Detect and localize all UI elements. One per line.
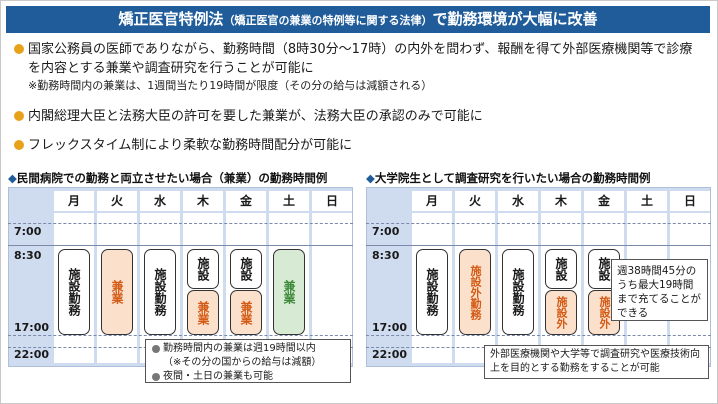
- day-header-row: 月 火 水 木 金 土 日: [54, 191, 352, 211]
- note-item: 夜間・土日の兼業も可能: [151, 370, 345, 384]
- note-text: 外部医療機関や大学等で調査研究や医療技術向上を目的とする勤務をすることが可能: [490, 349, 700, 374]
- time-line: [366, 335, 711, 336]
- day-header: 火: [455, 191, 495, 211]
- schedule-block-facility: 施設: [230, 249, 262, 289]
- day-column: [312, 213, 352, 363]
- right-callout-box: 週38時間45分のうち最大19時間まで充てることができる: [611, 259, 708, 321]
- block-label: 施設勤務: [67, 268, 81, 316]
- callout-text: 週38時間45分のうち最大19時間まで充てることができる: [617, 265, 701, 319]
- block-label: 施設: [196, 257, 210, 281]
- title-main-suffix: で勤務環境が大幅に改善: [432, 10, 598, 28]
- left-schedule-title: ◆民間病院での勤務と両立させたい場合（兼業）の勤務時間例: [8, 170, 327, 186]
- block-label: 施設勤務: [511, 268, 525, 316]
- time-label: 7:00: [372, 225, 400, 238]
- schedule-block-facility: 施設勤務: [502, 249, 534, 335]
- bullet-note: ※勤務時間内の兼業は、1週間当たり19時間が限度（その分の給与は減額される）: [28, 79, 433, 92]
- time-label: 8:30: [372, 249, 400, 262]
- schedule-block-facility: 施設: [545, 249, 577, 289]
- page-title: 矯正医官特例法（矯正医官の兼業の特例等に関する法律）で勤務環境が大幅に改善: [6, 6, 710, 33]
- day-header: 水: [140, 191, 180, 211]
- time-line: [366, 223, 711, 224]
- time-label: 7:00: [14, 225, 42, 238]
- left-schedule-title-text: 民間病院での勤務と両立させたい場合（兼業）の勤務時間例: [16, 171, 328, 185]
- time-line: [8, 223, 353, 224]
- schedule-block-outside: 施設外: [545, 290, 577, 335]
- schedule-block-weekend-side-job: 兼業: [273, 249, 305, 335]
- block-label: 施設外勤務: [469, 264, 482, 320]
- day-header: 日: [670, 191, 710, 211]
- right-schedule-title-text: 大学院生として調査研究を行いたい場合の勤務時間例: [374, 171, 651, 185]
- day-header: 金: [584, 191, 624, 211]
- day-header: 金: [226, 191, 266, 211]
- time-label: 17:00: [372, 321, 408, 334]
- right-schedule-grid: 月 火 水 木 金 土 日 7:00 8:30 17:00 22:00 施設勤務…: [366, 187, 711, 379]
- left-note-box: 勤務時間内の兼業は週19時間以内 （※その分の国からの給与は減額） 夜間・土日の…: [145, 339, 351, 383]
- note-dot-icon: [152, 373, 160, 381]
- schedule-block-facility: 施設勤務: [416, 249, 448, 335]
- title-main-prefix: 矯正医官特例法: [118, 10, 224, 28]
- bullet-item: 内閣総理大臣と法務大臣の許可を要した兼業が、法務大臣の承認のみで可能に: [14, 107, 704, 126]
- title-subtitle: （矯正医官の兼業の特例等に関する法律）: [223, 14, 433, 27]
- time-line: [366, 245, 711, 246]
- time-label: 22:00: [372, 348, 408, 361]
- bullet-item: 国家公務員の医師でありながら、勤務時間（8時30分～17時）の内外を問わず、報酬…: [14, 40, 704, 98]
- bullet-text: 国家公務員の医師でありながら、勤務時間（8時30分～17時）の内外を問わず、報酬…: [28, 42, 693, 76]
- day-header: 木: [541, 191, 581, 211]
- block-label: 施設外: [598, 296, 611, 329]
- time-label: 8:30: [14, 249, 42, 262]
- bullet-dot-icon: [14, 111, 24, 121]
- schedule-block-facility: 施設勤務: [58, 249, 90, 335]
- day-header: 土: [269, 191, 309, 211]
- diamond-icon: ◆: [366, 171, 375, 185]
- block-label: 施設勤務: [153, 268, 167, 316]
- block-label: 施設: [554, 257, 568, 281]
- time-label: 17:00: [14, 321, 50, 334]
- block-label: 兼業: [110, 280, 124, 304]
- bullet-text: フレックスタイム制により柔軟な勤務時間配分が可能に: [28, 138, 353, 153]
- day-header: 木: [183, 191, 223, 211]
- note-text: 夜間・土日の兼業も可能: [163, 371, 273, 382]
- schedule-block-facility: 施設: [187, 249, 219, 289]
- left-schedule-grid: 月 火 水 木 金 土 日 7:00 8:30 17:00 22:00 施設勤務…: [8, 187, 353, 383]
- schedule-block-side-job: 兼業: [101, 249, 133, 335]
- time-line: [8, 335, 353, 336]
- right-schedule-title: ◆大学院生として調査研究を行いたい場合の勤務時間例: [366, 170, 651, 186]
- bullet-item: フレックスタイム制により柔軟な勤務時間配分が可能に: [14, 136, 704, 155]
- note-subtext: （※その分の国からの給与は減額）: [163, 357, 322, 368]
- schedule-block-side-job: 兼業: [230, 290, 262, 335]
- bullet-text: 内閣総理大臣と法務大臣の許可を要した兼業が、法務大臣の承認のみで可能に: [28, 109, 483, 124]
- note-dot-icon: [152, 345, 160, 353]
- block-label: 施設勤務: [425, 268, 439, 316]
- day-header: 水: [498, 191, 538, 211]
- day-header: 月: [412, 191, 452, 211]
- day-header: 火: [97, 191, 137, 211]
- block-label: 施設: [239, 257, 253, 281]
- block-label: 施設: [597, 257, 611, 281]
- block-label: 兼業: [239, 300, 253, 325]
- right-note-box: 外部医療機関や大学等で調査研究や医療技術向上を目的とする勤務をすることが可能: [484, 345, 709, 379]
- schedule-block-outside: 施設外勤務: [459, 249, 491, 335]
- block-label: 施設外: [555, 296, 568, 329]
- bullet-list: 国家公務員の医師でありながら、勤務時間（8時30分～17時）の内外を問わず、報酬…: [14, 40, 704, 155]
- day-header: 土: [627, 191, 667, 211]
- time-line: [8, 245, 353, 246]
- note-item: 勤務時間内の兼業は週19時間以内 （※その分の国からの給与は減額）: [151, 342, 345, 370]
- time-label: 22:00: [14, 348, 50, 361]
- block-label: 兼業: [196, 300, 210, 325]
- bullet-dot-icon: [14, 140, 24, 150]
- block-label: 兼業: [282, 280, 296, 304]
- diamond-icon: ◆: [8, 171, 17, 185]
- schedule-block-facility: 施設勤務: [144, 249, 176, 335]
- bullet-dot-icon: [14, 44, 24, 54]
- note-text: 勤務時間内の兼業は週19時間以内: [163, 343, 316, 354]
- day-header: 月: [54, 191, 94, 211]
- schedule-block-side-job: 兼業: [187, 290, 219, 335]
- day-header: 日: [312, 191, 352, 211]
- day-header-row: 月 火 水 木 金 土 日: [412, 191, 710, 211]
